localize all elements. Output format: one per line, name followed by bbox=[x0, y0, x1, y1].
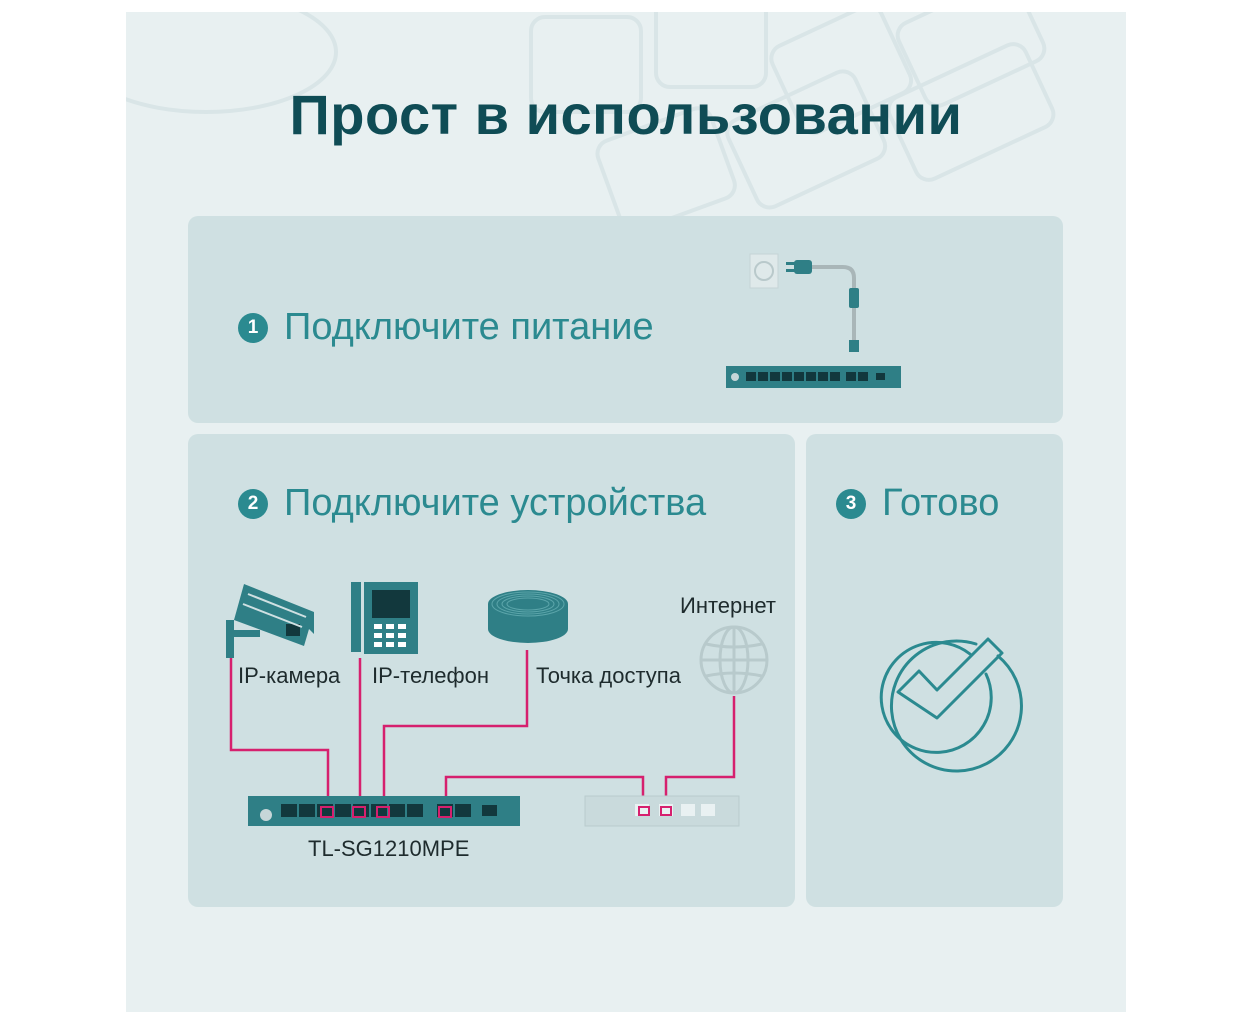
step-1-heading: 1 Подключите питание bbox=[238, 306, 654, 349]
step-2-number-badge: 2 bbox=[238, 488, 268, 519]
access-point-icon bbox=[488, 590, 568, 643]
step-2-heading: 2 Подключите устройства bbox=[238, 482, 706, 525]
checkmark-icon bbox=[879, 637, 1023, 773]
step-1-panel: 1 Подключите питание bbox=[188, 216, 1063, 423]
ip-phone-label: IP-телефон bbox=[372, 663, 490, 688]
step-2-label: Подключите устройства bbox=[284, 482, 707, 524]
page-canvas: Прост в использовании 1 Подключите питан… bbox=[126, 12, 1126, 1012]
ip-camera-label: IP-камера bbox=[238, 663, 341, 688]
step-3-number-badge: 3 bbox=[836, 488, 866, 519]
devices-connection-illustration bbox=[226, 582, 769, 827]
keyboard-background-image bbox=[126, 12, 1056, 233]
router-icon bbox=[584, 795, 740, 827]
step-1-number-badge: 1 bbox=[238, 312, 268, 343]
cables bbox=[229, 650, 736, 812]
step-1-label: Подключите питание bbox=[284, 306, 654, 348]
step-3-heading: 3 Готово bbox=[836, 482, 999, 525]
step-3-panel: 3 Готово bbox=[806, 434, 1063, 907]
ip-camera-icon bbox=[226, 584, 314, 658]
switch-icon bbox=[726, 366, 901, 388]
access-point-label: Точка доступа bbox=[536, 663, 681, 688]
switch-model-label: TL-SG1210MPE bbox=[308, 836, 470, 861]
step-2-panel: 2 Подключите устройства bbox=[188, 434, 795, 907]
switch-tl-sg1210mpe-icon bbox=[248, 796, 520, 826]
ip-phone-icon bbox=[351, 582, 418, 654]
page-title: Прост в использовании bbox=[289, 83, 963, 146]
wall-outlet-icon bbox=[749, 253, 779, 289]
power-plug-icon bbox=[786, 260, 859, 352]
globe-icon bbox=[699, 625, 769, 695]
step-3-label: Готово bbox=[882, 482, 1000, 524]
power-connection-illustration bbox=[726, 253, 901, 388]
internet-label: Интернет bbox=[680, 593, 776, 618]
